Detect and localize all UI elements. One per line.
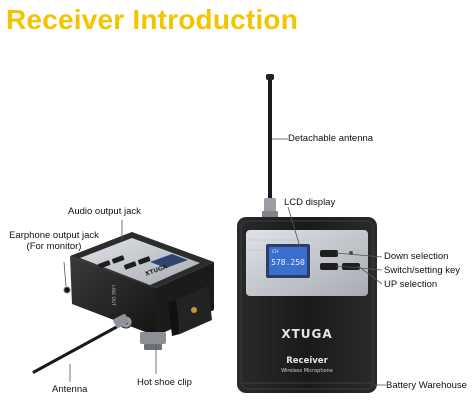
page-title: Receiver Introduction (6, 4, 299, 35)
label-audio-output-jack: Audio output jack (68, 206, 141, 217)
switch-setting-key[interactable] (320, 263, 338, 270)
label-hot-shoe-clip: Hot shoe clip (137, 377, 192, 388)
device-subtitle: Wireless Microphone (281, 368, 333, 374)
label-for-monitor: (For monitor) (26, 241, 82, 252)
lcd-channel: CH (272, 249, 279, 255)
lcd-frequency: 578.250 (271, 258, 305, 267)
detachable-antenna-part (262, 74, 278, 219)
label-detachable-antenna: Detachable antenna (288, 133, 374, 144)
label-antenna: Antenna (52, 384, 88, 395)
lcd-screen (269, 247, 307, 275)
device-model: Receiver (286, 356, 328, 366)
label-switch-setting-key: Switch/setting key (384, 265, 461, 276)
hot-shoe-clip-part (140, 286, 212, 350)
svg-text:XTUGA: XTUGA (281, 327, 332, 341)
label-earphone-output-jack: Earphone output jack (9, 230, 99, 241)
front-receiver: 578.250 CH XTUGA Receiver Wireless Micro… (237, 74, 377, 393)
side-receiver: XTUGA LINE OUT (32, 232, 214, 374)
leader-lines (63, 138, 386, 386)
label-battery-warehouse: Battery Warehouse (386, 380, 467, 391)
down-selection-button[interactable] (320, 250, 338, 257)
side-antenna-part (32, 314, 129, 374)
up-selection-button[interactable] (342, 263, 360, 270)
earphone-jack (63, 286, 71, 294)
line-out-label: LINE OUT (110, 285, 116, 306)
label-up-selection: UP selection (384, 279, 438, 290)
front-brand-logo: XTUGA (281, 327, 332, 341)
label-lcd-display: LCD display (284, 197, 336, 208)
label-down-selection: Down selection (384, 251, 449, 262)
